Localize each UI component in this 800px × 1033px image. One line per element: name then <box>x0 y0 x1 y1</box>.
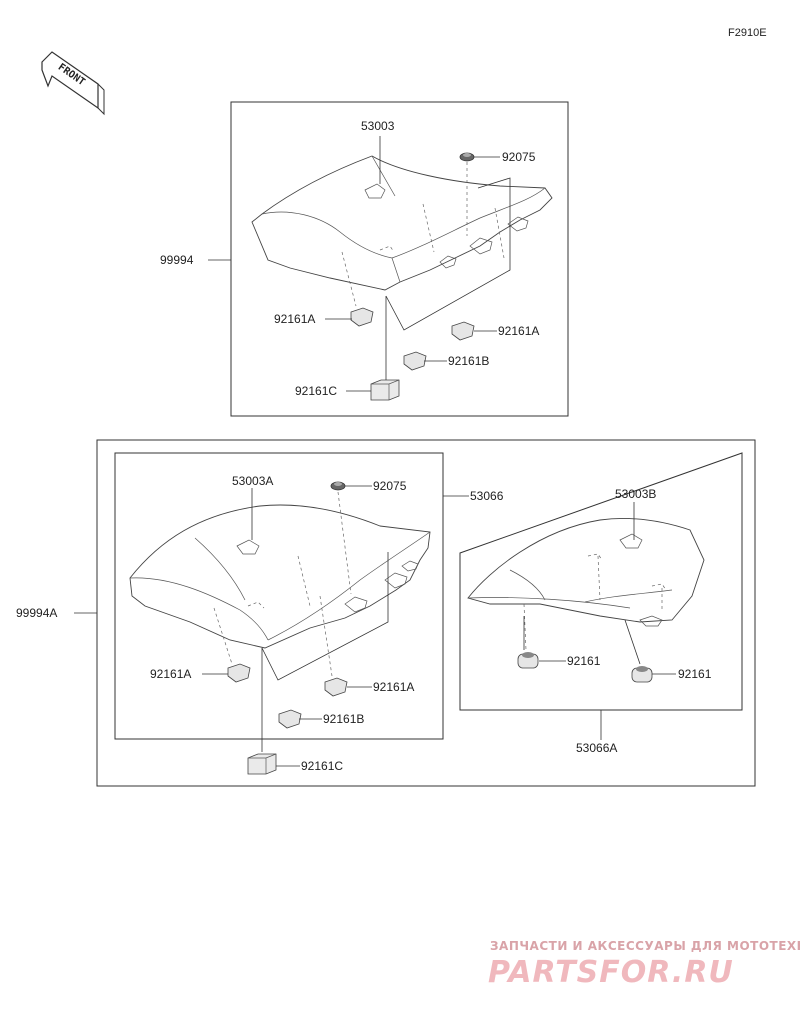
watermark-tagline: ЗАПЧАСТИ И АКСЕССУАРЫ ДЛЯ МОТОТЕХНИКИ <box>490 939 800 953</box>
damper-92161a-left-bottom-icon <box>227 663 251 683</box>
rider-seat-frame <box>114 452 444 740</box>
label-92075-top: 92075 <box>502 150 536 164</box>
damper-92161-right-icon <box>631 666 653 683</box>
label-92161b-bottom: 92161B <box>323 712 364 726</box>
damper-92161b-top-icon <box>403 351 427 371</box>
label-92075-bottom: 92075 <box>373 479 407 493</box>
damper-92161a-right-bottom-icon <box>324 677 348 697</box>
damper-92161c-bottom-icon <box>247 753 277 775</box>
label-92161a-left-bottom: 92161A <box>150 667 191 681</box>
label-99994: 99994 <box>160 253 194 267</box>
label-92161a-right-top: 92161A <box>498 324 539 338</box>
label-53066: 53066 <box>470 489 504 503</box>
label-53066a: 53066A <box>576 741 617 755</box>
label-92161b-top: 92161B <box>448 354 489 368</box>
label-92161c-top: 92161C <box>295 384 337 398</box>
label-92161a-left-top: 92161A <box>274 312 315 326</box>
damper-92161a-right-top-icon <box>451 321 475 341</box>
top-frame <box>230 101 569 417</box>
label-53003b: 53003B <box>615 487 656 501</box>
damper-92161-left-icon <box>517 652 539 669</box>
front-arrow-icon: FRONT <box>41 51 105 116</box>
seat-53003b-drawing <box>467 518 705 627</box>
grommet-92075-bottom-icon <box>330 481 346 491</box>
label-92161a-right-bottom: 92161A <box>373 680 414 694</box>
label-92161-right: 92161 <box>678 667 712 681</box>
label-53003: 53003 <box>361 119 395 133</box>
label-99994a: 99994A <box>16 606 57 620</box>
seat-53003a-drawing <box>129 504 431 649</box>
label-53003a: 53003A <box>232 474 273 488</box>
watermark-logo: PARTSFOR.RU <box>488 955 734 990</box>
label-92161-left: 92161 <box>567 654 601 668</box>
seat-53003-drawing <box>251 155 553 291</box>
grommet-92075-top-icon <box>459 152 475 162</box>
damper-92161c-top-icon <box>370 379 400 401</box>
damper-92161a-left-top-icon <box>350 307 374 327</box>
pillion-seat-frame <box>459 452 743 711</box>
label-92161c-bottom: 92161C <box>301 759 343 773</box>
damper-92161b-bottom-icon <box>278 709 302 729</box>
figure-code: F2910E <box>728 27 767 39</box>
